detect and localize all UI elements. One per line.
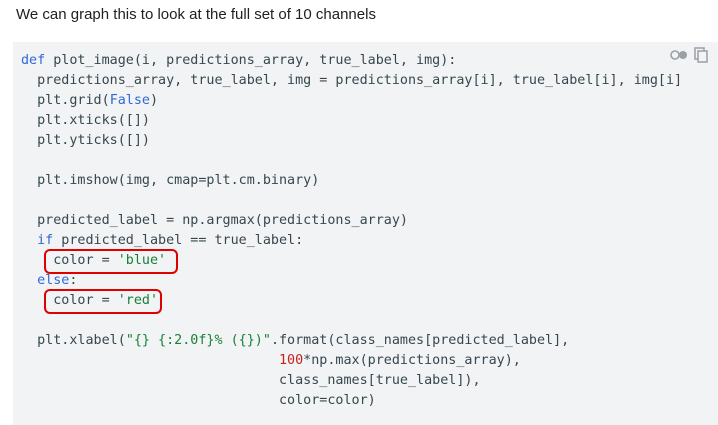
code-text: plt.xticks([]): [21, 113, 150, 128]
code-text: [21, 353, 279, 368]
code-keyword: if: [37, 233, 54, 248]
code-text: color =: [21, 293, 118, 308]
code-text: plot_image(i, predictions_array, true_la…: [45, 53, 457, 68]
dark-mode-toggle-icon[interactable]: [670, 46, 688, 64]
code-indent: [21, 273, 37, 288]
code-line: def plot_image(i, predictions_array, tru…: [21, 51, 682, 71]
code-number: 100: [278, 353, 304, 368]
code-text: ): [150, 93, 159, 108]
code-toolbar: [670, 46, 710, 64]
code-line: class_names[true_label]),: [21, 371, 682, 391]
code-line: plt.yticks([]): [21, 131, 682, 151]
code-line: predictions_array, true_label, img = pre…: [21, 71, 682, 91]
code-line: color = 'blue': [21, 251, 682, 271]
code-text: color=color): [21, 393, 376, 408]
code-line: color = 'red': [21, 291, 682, 311]
code-text: plt.xlabel(: [21, 333, 126, 348]
copy-icon[interactable]: [692, 46, 710, 64]
code-keyword: else: [37, 273, 70, 288]
code-listing: def plot_image(i, predictions_array, tru…: [21, 51, 682, 411]
code-text: color =: [21, 253, 118, 268]
code-line: plt.xlabel("{} {:2.0f}% ({})".format(cla…: [21, 331, 682, 351]
code-string: 'red': [117, 293, 159, 308]
code-boolean: False: [109, 93, 150, 108]
code-line: plt.xticks([]): [21, 111, 682, 131]
code-line: plt.grid(False): [21, 91, 682, 111]
code-line: else:: [21, 271, 682, 291]
code-string: 'blue': [117, 253, 167, 268]
code-text: .format(class_names[predicted_label],: [270, 333, 570, 348]
code-text: *np.max(predictions_array),: [303, 353, 521, 368]
code-line: predicted_label = np.argmax(predictions_…: [21, 211, 682, 231]
intro-text: We can graph this to look at the full se…: [16, 6, 376, 23]
code-text: plt.yticks([]): [21, 133, 150, 148]
code-text: predicted_label = np.argmax(predictions_…: [21, 213, 408, 228]
code-keyword: def: [21, 53, 46, 68]
code-string: "{} {:2.0f}% ({})": [125, 333, 271, 348]
code-line: 100*np.max(predictions_array),: [21, 351, 682, 371]
code-line: [21, 151, 682, 171]
code-text: predictions_array, true_label, img = pre…: [21, 73, 683, 88]
code-line: plt.imshow(img, cmap=plt.cm.binary): [21, 171, 682, 191]
code-block: def plot_image(i, predictions_array, tru…: [13, 42, 718, 425]
code-line: [21, 191, 682, 211]
code-text: plt.imshow(img, cmap=plt.cm.binary): [21, 173, 320, 188]
code-line: color=color): [21, 391, 682, 411]
code-text: :: [69, 273, 78, 288]
code-text: class_names[true_label]),: [21, 373, 481, 388]
code-line: if predicted_label == true_label:: [21, 231, 682, 251]
code-indent: [21, 233, 37, 248]
code-text: plt.grid(: [21, 93, 110, 108]
code-line: [21, 311, 682, 331]
code-text: predicted_label == true_label:: [53, 233, 304, 248]
